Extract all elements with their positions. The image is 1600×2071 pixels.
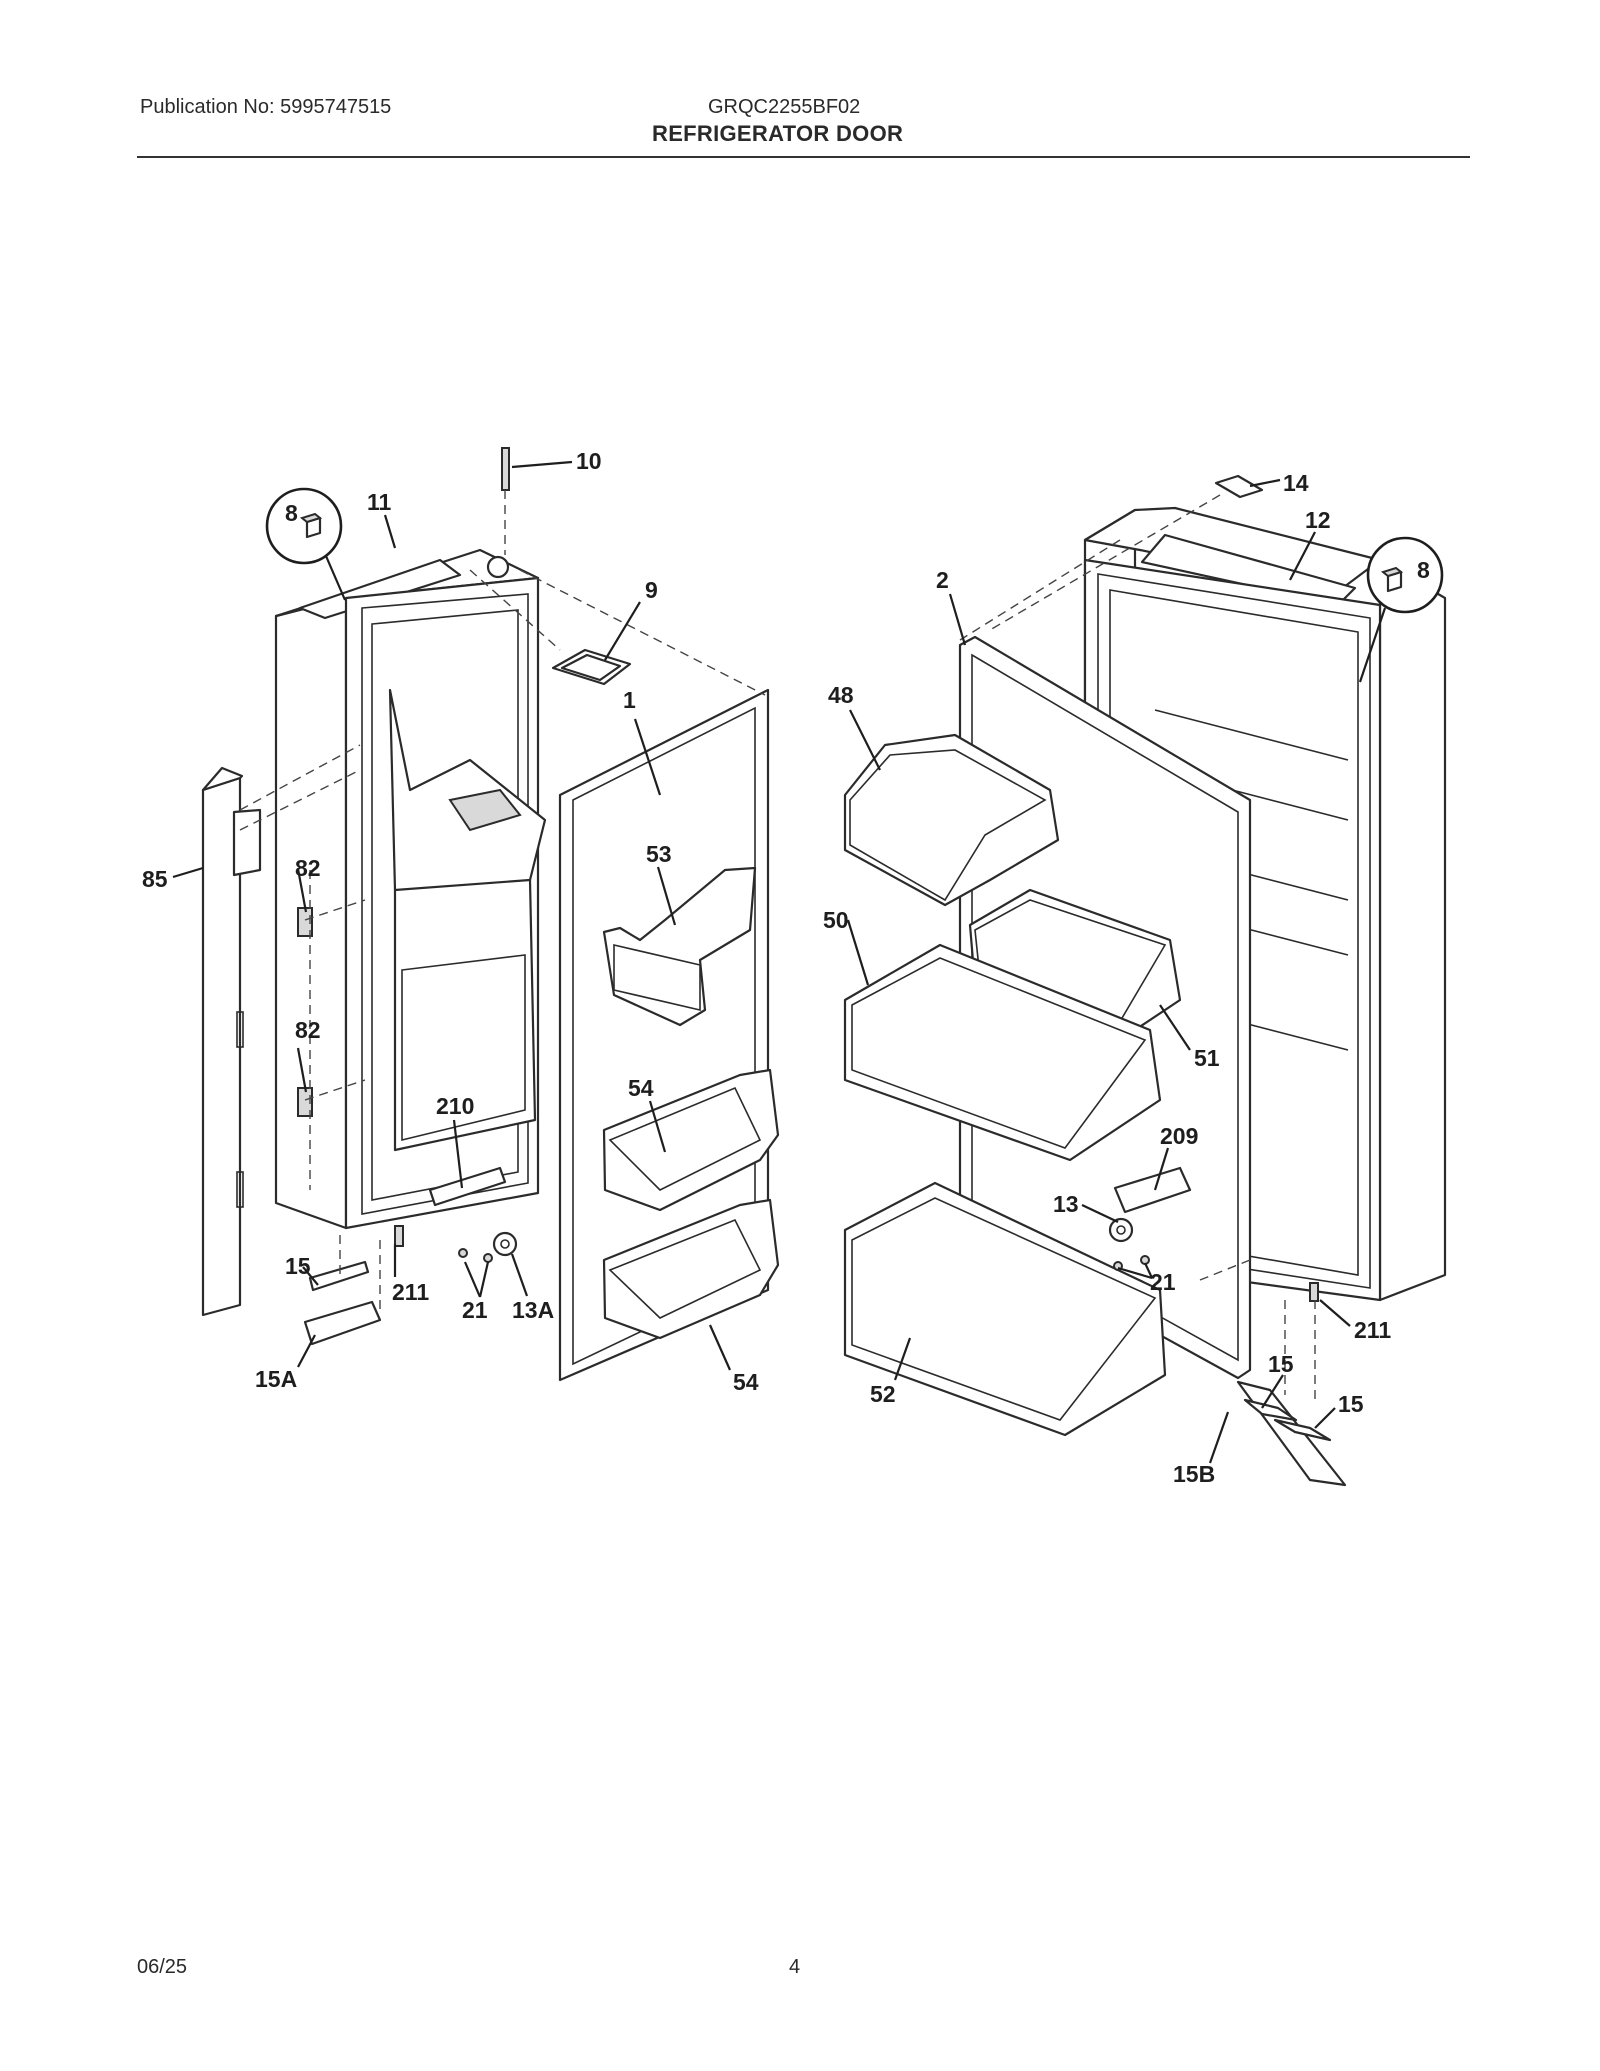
callout-209: 209 xyxy=(1160,1123,1198,1149)
callout-82-lower: 82 xyxy=(295,1017,321,1043)
callout-2: 2 xyxy=(936,567,949,593)
left-door-assembly xyxy=(274,447,770,1382)
callout-54-upper: 54 xyxy=(628,1075,654,1101)
callout-54-lower: 54 xyxy=(733,1369,759,1395)
callout-8-right: 8 xyxy=(1417,557,1430,583)
callout-211-left: 211 xyxy=(392,1279,429,1305)
detail-circle-8-left xyxy=(265,487,347,601)
callout-210: 210 xyxy=(436,1093,474,1119)
mullion-85 xyxy=(201,766,262,1317)
part-9 xyxy=(551,648,632,686)
callout-15-right-lower: 15 xyxy=(1338,1391,1364,1417)
callout-labels: 10 14 11 12 8 8 9 2 1 48 53 50 85 82 82 … xyxy=(142,448,1430,1487)
callout-15a: 15A xyxy=(255,1366,297,1392)
callout-51: 51 xyxy=(1194,1045,1220,1071)
callout-48: 48 xyxy=(828,682,854,708)
callout-85: 85 xyxy=(142,866,168,892)
callout-13: 13 xyxy=(1053,1191,1079,1217)
callout-11: 11 xyxy=(367,489,392,515)
callout-15b: 15B xyxy=(1173,1461,1215,1487)
door-bins-left xyxy=(602,866,780,1340)
callout-53: 53 xyxy=(646,841,672,867)
footer-date: 06/25 xyxy=(137,1956,188,1978)
callout-14: 14 xyxy=(1283,470,1309,496)
callout-10: 10 xyxy=(576,448,602,474)
page-title: REFRIGERATOR DOOR xyxy=(652,121,904,146)
bins-right xyxy=(843,733,1182,1437)
leader-lines xyxy=(172,460,1351,1464)
right-bottom-hardware xyxy=(1108,1166,1347,1487)
callout-8-left: 8 xyxy=(285,500,298,526)
callout-52: 52 xyxy=(870,1381,896,1407)
callout-50: 50 xyxy=(823,907,849,933)
dashed-guides xyxy=(239,490,1316,1405)
callout-1: 1 xyxy=(623,687,636,713)
left-bottom-hardware xyxy=(303,1225,493,1346)
callout-211-right: 211 xyxy=(1354,1317,1391,1343)
detail-circle-8-right xyxy=(1358,536,1444,683)
header-rule xyxy=(137,156,1470,158)
callout-15-right-upper: 15 xyxy=(1268,1351,1294,1377)
callout-21-left: 21 xyxy=(462,1297,488,1323)
callout-15-left: 15 xyxy=(285,1253,311,1279)
publication-number: Publication No: 5995747515 xyxy=(140,96,392,118)
callout-21-right: 21 xyxy=(1150,1269,1176,1295)
callout-82-upper: 82 xyxy=(295,855,321,881)
model-number: GRQC2255BF02 xyxy=(708,96,861,118)
callout-12: 12 xyxy=(1305,507,1331,533)
callout-9: 9 xyxy=(645,577,658,603)
callout-13a: 13A xyxy=(512,1297,554,1323)
page-number: 4 xyxy=(789,1956,801,1978)
